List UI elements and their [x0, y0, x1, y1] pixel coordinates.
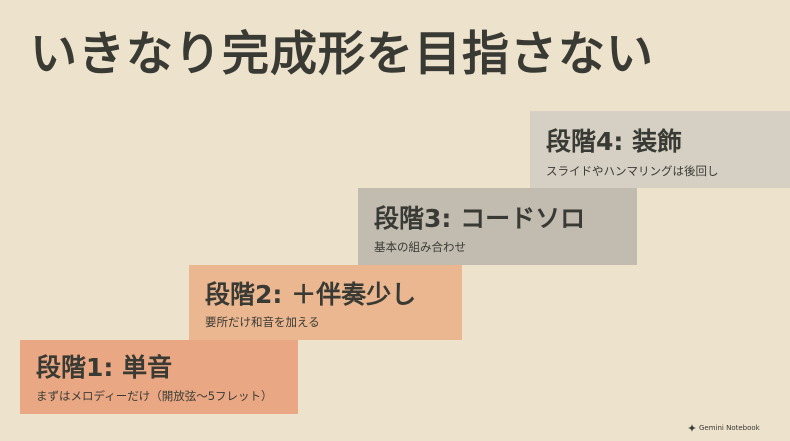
- step-4-heading: 段階4: 装飾: [546, 127, 683, 156]
- step-1-description: まずはメロディーだけ（開放弦〜5フレット）: [36, 389, 273, 403]
- watermark: Gemini Notebook: [688, 424, 760, 432]
- step-3-heading: 段階3: コードソロ: [374, 204, 586, 233]
- step-4-block: 段階4: 装飾 スライドやハンマリングは後回し: [530, 111, 790, 188]
- step-2-heading: 段階2: ＋伴奏少し: [205, 280, 417, 309]
- gemini-logo-icon: [688, 424, 696, 432]
- step-2-description: 要所だけ和音を加える: [205, 315, 320, 329]
- step-4-description: スライドやハンマリングは後回し: [546, 164, 719, 178]
- step-2-block: 段階2: ＋伴奏少し 要所だけ和音を加える: [189, 265, 462, 340]
- step-1-block: 段階1: 単音 まずはメロディーだけ（開放弦〜5フレット）: [20, 340, 298, 414]
- step-3-block: 段階3: コードソロ 基本の組み合わせ: [358, 188, 637, 265]
- slide-title: いきなり完成形を目指さない: [30, 27, 654, 82]
- step-1-heading: 段階1: 単音: [36, 353, 173, 382]
- step-3-description: 基本の組み合わせ: [374, 240, 466, 254]
- watermark-label: Gemini Notebook: [699, 424, 760, 432]
